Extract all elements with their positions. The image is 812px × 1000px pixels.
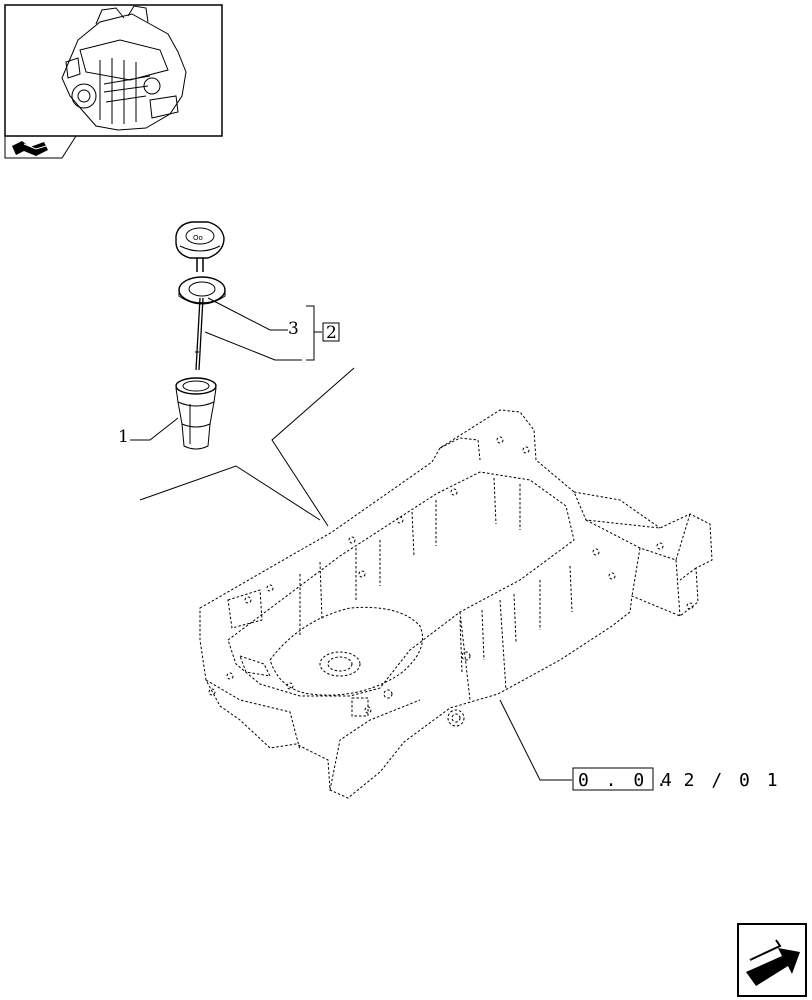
- engine-thumbnail: [61, 5, 187, 131]
- callout-3: 3: [288, 319, 299, 339]
- next-page-button[interactable]: [737, 923, 807, 997]
- reference-code[interactable]: 0 . 0 4 . 2 / 0 1: [572, 767, 781, 791]
- svg-text:Oo: Oo: [193, 234, 203, 242]
- dipstick-rod: [195, 297, 204, 371]
- dipstick-tube: [175, 377, 217, 450]
- callout-2-box[interactable]: 2: [322, 322, 340, 343]
- callout-leaders: [130, 297, 572, 781]
- nav-tab[interactable]: [4, 135, 77, 159]
- next-page-arrow-icon: [746, 939, 800, 986]
- callout-1: 1: [118, 427, 129, 447]
- seal-ring: [178, 276, 226, 305]
- reference-suffix: . 2 / 0 1: [656, 770, 781, 791]
- reference-boxed: 0 . 0 4: [578, 770, 675, 791]
- book-arrow-icon: [12, 141, 48, 156]
- dipstick-cap: Oo: [175, 221, 225, 272]
- engine-thumbnail-panel[interactable]: [4, 4, 223, 137]
- oil-sump: [199, 409, 713, 799]
- callout-2: 2: [326, 323, 337, 343]
